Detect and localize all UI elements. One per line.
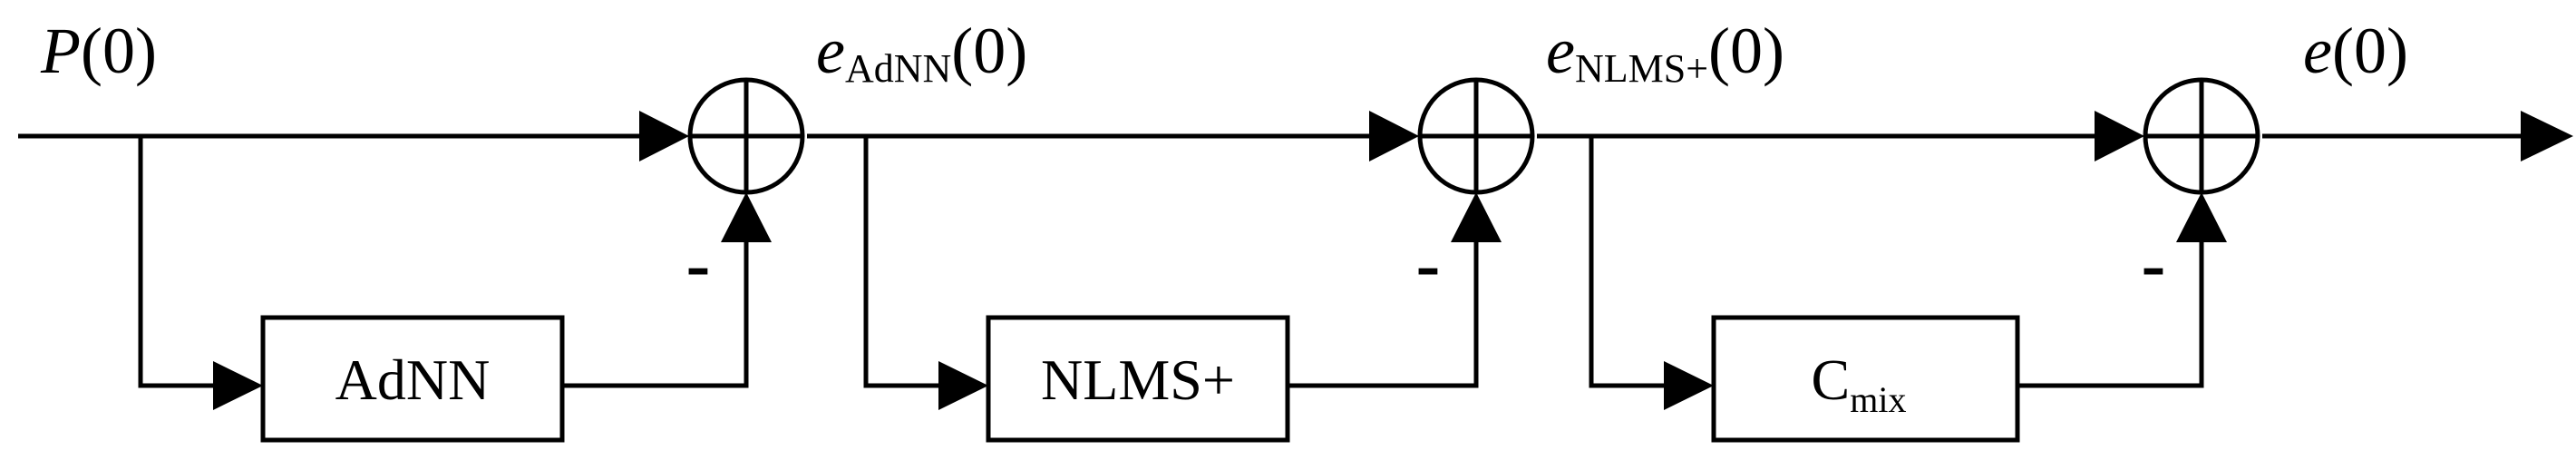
signal-output-label: e(0) xyxy=(2303,15,2408,87)
arrowhead-up-sum-3 xyxy=(2176,192,2227,242)
minus-sign-1: - xyxy=(686,225,711,305)
arrowhead-into-nlms xyxy=(938,361,988,410)
minus-sign-3: - xyxy=(2142,225,2166,305)
adnn-block xyxy=(260,315,565,443)
cmix-main: C xyxy=(1812,347,1851,412)
arrowhead-into-sum-1 xyxy=(639,111,689,161)
cmix-label: Cmix xyxy=(1812,347,1907,420)
signal-input-main: P xyxy=(40,15,81,87)
branch-3-to-cmix xyxy=(1589,136,1668,388)
signal-adnn-error-main: e xyxy=(816,15,845,87)
branch-2-feedback xyxy=(1288,238,1479,388)
arrowhead-up-sum-1 xyxy=(721,192,772,242)
signal-output-main: e xyxy=(2303,15,2332,87)
signal-nlms-error-arg: (0) xyxy=(1708,15,1784,87)
signal-adnn-error-arg: (0) xyxy=(951,15,1027,87)
main-arrowheads xyxy=(639,111,2573,161)
signal-nlms-error-sub: NLMS+ xyxy=(1575,46,1708,91)
arrowhead-into-adnn xyxy=(213,361,263,410)
branch-2-to-nlms xyxy=(863,136,943,388)
adnn-label: AdNN xyxy=(335,347,491,412)
summing-junction-2 xyxy=(1417,77,1535,195)
signal-output-arg: (0) xyxy=(2332,15,2408,87)
nlms-label: NLMS+ xyxy=(1041,347,1235,412)
arrowhead-output xyxy=(2521,111,2573,161)
minus-sign-2: - xyxy=(1416,225,1441,305)
arrowhead-up-sum-2 xyxy=(1451,192,1502,242)
branch-paths xyxy=(138,136,2204,388)
nlms-block xyxy=(986,315,1290,443)
cmix-block xyxy=(1711,315,2020,443)
arrowhead-into-cmix xyxy=(1664,361,1714,410)
arrowhead-into-sum-3 xyxy=(2095,111,2144,161)
branch-3-feedback xyxy=(2017,238,2204,388)
signal-adnn-error-label: eAdNN(0) xyxy=(816,15,1027,91)
signal-nlms-error-label: eNLMS+(0) xyxy=(1546,15,1784,91)
cmix-sub: mix xyxy=(1850,379,1906,420)
blocks xyxy=(260,315,2020,443)
signal-nlms-error-main: e xyxy=(1546,15,1575,87)
signal-input-arg: (0) xyxy=(81,15,157,87)
branch-arrowheads xyxy=(213,192,2227,410)
summing-junction-1 xyxy=(687,77,805,195)
signal-adnn-error-sub: AdNN xyxy=(845,46,951,91)
signal-input-label: P(0) xyxy=(40,15,157,87)
branch-1-to-adnn xyxy=(138,136,218,388)
branch-1-feedback xyxy=(562,238,749,388)
summing-junction-3 xyxy=(2143,77,2260,195)
arrowhead-into-sum-2 xyxy=(1369,111,1419,161)
